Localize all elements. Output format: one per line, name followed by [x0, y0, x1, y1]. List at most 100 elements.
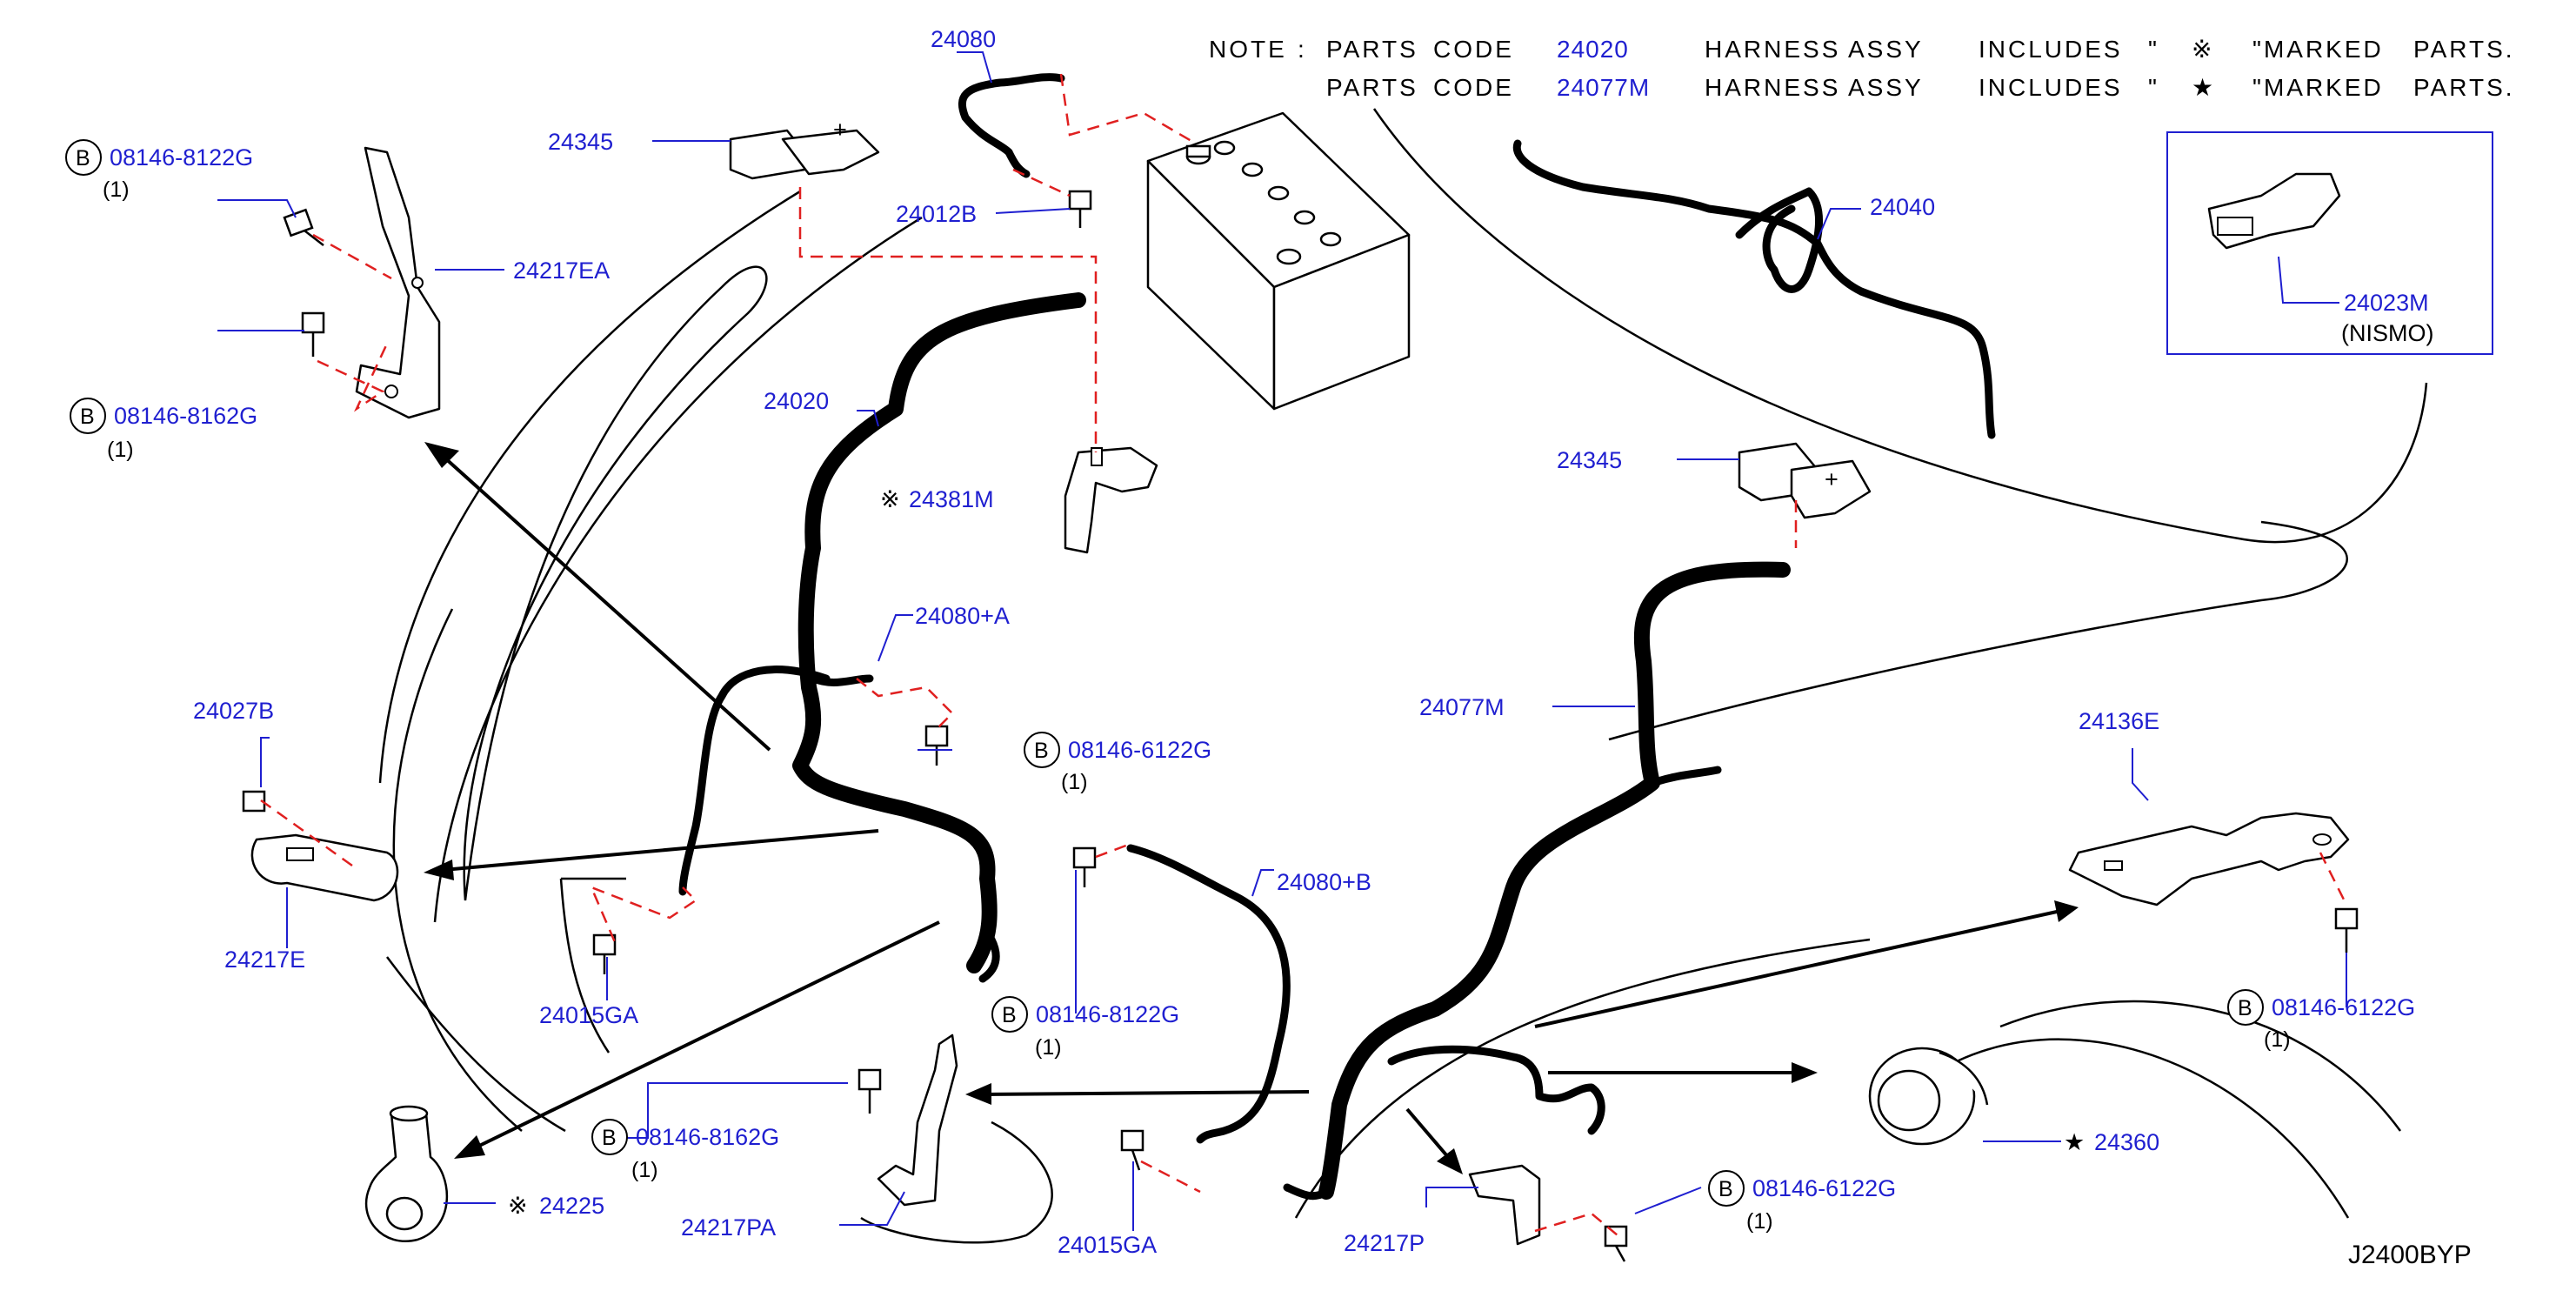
note-line2-marked: "MARKED — [2252, 74, 2384, 101]
label-24012B: 24012B — [896, 201, 977, 227]
diagram-code: J2400BYP — [2348, 1241, 2472, 1269]
b-marker: B — [80, 405, 95, 429]
label-24027B: 24027B — [193, 698, 274, 724]
note-line2-assy: ASSY — [1848, 74, 1924, 101]
note-24023M-nismo: (NISMO) — [2341, 320, 2433, 346]
label-24217EA: 24217EA — [513, 258, 610, 284]
note-block: NOTE : PARTS CODE 24020 HARNESS ASSY INC… — [1209, 36, 2515, 101]
label-24077M: 24077M — [1419, 694, 1505, 720]
nismo-inset-box — [2166, 131, 2493, 355]
note-line2-parts-end: PARTS. — [2413, 74, 2515, 101]
label-08146-8122G-top: 08146-8122G — [110, 144, 253, 171]
part-24360-grommet — [1868, 1047, 1989, 1146]
qty-08146-8122G-top: (1) — [103, 177, 130, 202]
part-24217PA-bracket — [877, 1033, 958, 1207]
qty-08146-6122G-bot: (1) — [1746, 1209, 1773, 1234]
note-line2-parts: PARTS — [1326, 74, 1418, 101]
label-24015GA-left: 24015GA — [539, 1002, 638, 1028]
qty-08146-8122G-mid: (1) — [1035, 1035, 1062, 1060]
part-24023M-connector — [2207, 172, 2341, 250]
bolt-icon — [1068, 190, 1092, 228]
label-24020: 24020 — [764, 388, 829, 414]
note-line1-code: 24020 — [1557, 36, 1629, 63]
part-24136E-bracket — [2068, 812, 2350, 906]
b-marker: B — [76, 146, 90, 171]
qty-08146-6122G-right: (1) — [2264, 1027, 2291, 1052]
dashed-relations — [260, 73, 2348, 1236]
part-labels: 24080 24345 24012B B 08146-8122G (1) 242… — [65, 26, 2433, 1258]
note-label: NOTE — [1209, 36, 1287, 63]
label-24217E: 24217E — [224, 947, 305, 973]
svg-text:+: + — [1825, 466, 1839, 492]
bolt-icon — [242, 790, 266, 813]
label-08146-8162G-bot: 08146-8162G — [636, 1124, 779, 1150]
harness-24040 — [1512, 139, 1996, 439]
note-line1-marked: "MARKED — [2252, 36, 2384, 63]
cable-24080 — [958, 73, 1065, 178]
note-line1-code-word: CODE — [1433, 36, 1514, 63]
part-24381M-terminal — [1064, 446, 1158, 554]
bolt-icon — [924, 725, 949, 766]
bolt-label-08146-6122G-mid: B 08146-6122G (1) — [1024, 732, 1211, 794]
bolt-icon — [2334, 907, 2359, 953]
b-marker: B — [602, 1126, 617, 1150]
label-24080: 24080 — [931, 26, 996, 52]
part-24345-right: + — [1738, 442, 1872, 519]
bolt-icon — [283, 208, 324, 246]
part-24217EA-bracket — [355, 146, 441, 419]
bolt-label-08146-8122G-mid: B 08146-8122G (1) — [991, 996, 1179, 1060]
note-line1-harness: HARNESS — [1705, 36, 1840, 63]
note-line2-code-word: CODE — [1433, 74, 1514, 101]
b-marker: B — [1034, 739, 1049, 763]
direction-arrows — [424, 442, 2079, 1174]
bolt-icon — [858, 1068, 882, 1114]
mark-24225: ※ — [508, 1193, 528, 1219]
label-24080A: 24080+A — [915, 603, 1010, 629]
label-24360: 24360 — [2094, 1129, 2159, 1155]
bolt-label-08146-8162G-bot: B 08146-8162G (1) — [591, 1119, 779, 1182]
label-08146-6122G-bot: 08146-6122G — [1752, 1175, 1896, 1201]
cable-24080B — [1126, 844, 1291, 1144]
bolt-icon — [592, 933, 617, 974]
b-marker: B — [2238, 996, 2252, 1020]
note-line1-parts-end: PARTS. — [2413, 36, 2515, 63]
svg-text:+: + — [833, 117, 847, 143]
note-line1-includes: INCLUDES — [1979, 36, 2123, 63]
bolt-label-08146-8162G-top: B 08146-8162G (1) — [70, 398, 257, 462]
bolt-label-08146-8122G-top: B 08146-8122G (1) — [65, 139, 253, 202]
battery — [1146, 111, 1411, 411]
note-line1-assy: ASSY — [1848, 36, 1924, 63]
note-line2-code: 24077M — [1557, 74, 1650, 101]
bolt-icon — [1604, 1225, 1628, 1262]
label-24217PA: 24217PA — [681, 1214, 776, 1241]
label-24015GA-bot: 24015GA — [1058, 1232, 1157, 1258]
bolt-icon — [1072, 846, 1097, 887]
bolt-icon — [301, 311, 325, 357]
note-line1-parts: PARTS — [1326, 36, 1418, 63]
qty-08146-8162G-bot: (1) — [631, 1158, 658, 1182]
leader-lines — [217, 51, 2347, 1231]
mark-24360: ★ — [2064, 1129, 2085, 1155]
bolt-label-08146-6122G-bot: B 08146-6122G (1) — [1708, 1170, 1896, 1234]
label-24345-right: 24345 — [1557, 447, 1622, 473]
note-line1-quote-open: " — [2148, 36, 2159, 63]
harness-24020 — [678, 292, 1086, 983]
harness-24077M — [1283, 561, 1791, 1201]
vehicle-body-outline — [378, 108, 2428, 1244]
part-24345-top: + — [729, 117, 880, 180]
label-08146-8122G-mid: 08146-8122G — [1036, 1001, 1179, 1027]
label-24225: 24225 — [539, 1193, 604, 1219]
b-marker: B — [1718, 1177, 1733, 1201]
label-24023M: 24023M — [2344, 290, 2429, 316]
b-marker: B — [1002, 1003, 1017, 1027]
note-line2-includes: INCLUDES — [1979, 74, 2123, 101]
label-24136E: 24136E — [2079, 708, 2159, 734]
label-24217P: 24217P — [1344, 1230, 1425, 1256]
bolt-label-08146-6122G-right: B 08146-6122G (1) — [2227, 989, 2415, 1052]
part-24217E-clamp — [250, 833, 399, 902]
label-08146-6122G-mid: 08146-6122G — [1068, 737, 1211, 763]
label-08146-8162G-top: 08146-8162G — [114, 403, 257, 429]
bolts — [242, 190, 2359, 1262]
part-24225-boot — [364, 1105, 448, 1242]
